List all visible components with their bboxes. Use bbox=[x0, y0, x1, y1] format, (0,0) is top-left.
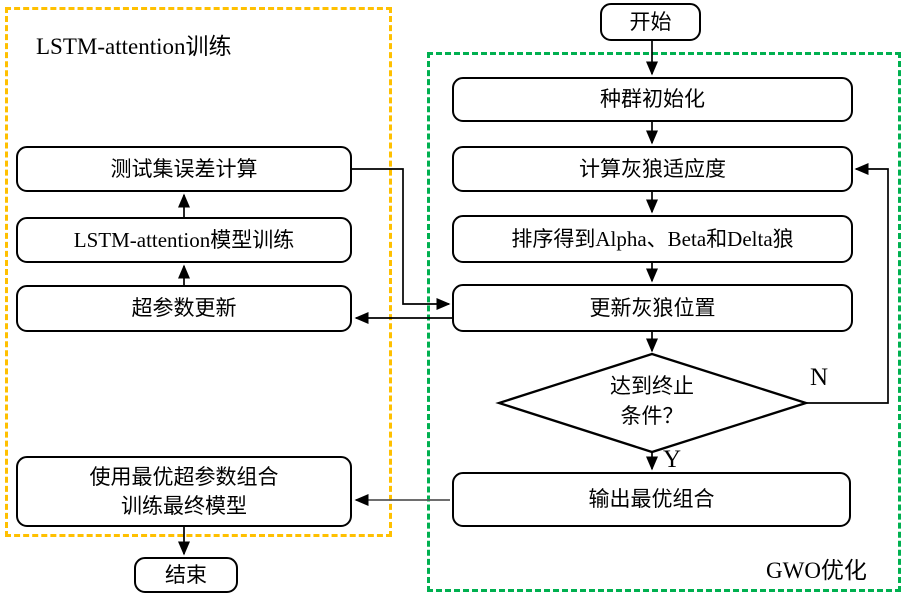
decision-text-line2: 条件？ bbox=[620, 404, 684, 428]
arrow-decision-no-to-fitness bbox=[806, 163, 889, 404]
decision-text-line1: 达到终止 bbox=[610, 374, 694, 398]
node-end: 结束 bbox=[134, 557, 238, 593]
final-model-line1: 使用最优超参数组合 bbox=[89, 465, 279, 490]
lstm-group-label: LSTM-attention训练 bbox=[36, 34, 232, 59]
gwo-optimization-group-frame bbox=[427, 52, 901, 592]
decision-diamond-shape bbox=[495, 352, 810, 454]
node-sort-wolves: 排序得到Alpha、Beta和Delta狼 bbox=[452, 215, 853, 263]
lstm-training-group-frame bbox=[5, 7, 392, 537]
final-model-line2: 训练最终模型 bbox=[121, 493, 247, 518]
node-final-model: 使用最优超参数组合 训练最终模型 bbox=[16, 456, 352, 527]
gwo-group-label: GWO优化 bbox=[766, 558, 867, 583]
decision-yes-label: Y bbox=[663, 446, 682, 473]
node-population-init: 种群初始化 bbox=[452, 77, 853, 122]
arrow-testerror-to-updatepos bbox=[352, 168, 451, 310]
node-model-train: LSTM-attention模型训练 bbox=[16, 217, 352, 263]
node-hyperparam-update: 超参数更新 bbox=[16, 285, 352, 332]
node-test-error: 测试集误差计算 bbox=[16, 146, 352, 192]
node-output-best: 输出最优组合 bbox=[452, 472, 851, 527]
node-update-position: 更新灰狼位置 bbox=[452, 284, 853, 332]
node-start: 开始 bbox=[600, 3, 701, 41]
node-calc-fitness: 计算灰狼适应度 bbox=[452, 146, 853, 192]
decision-no-label: N bbox=[810, 364, 829, 391]
node-decision: 达到终止 条件？ bbox=[552, 371, 752, 431]
